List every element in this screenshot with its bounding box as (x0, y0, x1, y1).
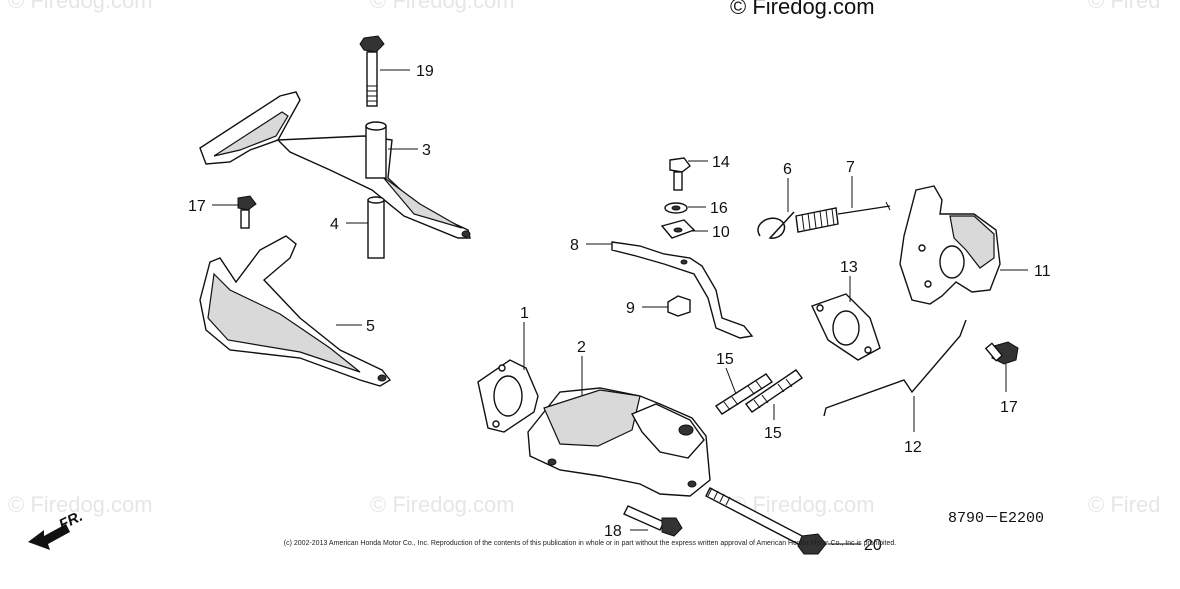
watermark: © Fired (1088, 492, 1161, 517)
callout-3: 3 (422, 142, 431, 159)
part-8-lever (611, 241, 754, 339)
footer-copyright: (c) 2002-2013 American Honda Motor Co., … (283, 540, 897, 547)
part-16-washer (664, 202, 688, 214)
callout-11: 11 (1034, 263, 1051, 280)
part-17-bolt-right (984, 341, 1019, 365)
callout-8: 8 (570, 237, 579, 254)
callout-17: 17 (188, 198, 206, 215)
part-19-bolt (359, 35, 385, 107)
watermark: © Firedog.com (8, 492, 153, 517)
callout-15: 15 (716, 351, 734, 368)
callout-5: 5 (366, 318, 375, 335)
callout-9: 9 (626, 300, 635, 317)
part-17-bolt-left (237, 195, 257, 229)
callout-15: 15 (764, 425, 782, 442)
callout-16: 16 (710, 200, 728, 217)
callout-10: 10 (712, 224, 730, 241)
part-3-air-guide (199, 91, 471, 239)
copyright-notice: © Firedog.com (730, 0, 875, 19)
watermark: © Firedog.com (370, 0, 515, 13)
callout-19: 19 (416, 63, 434, 80)
part-5-air-guide (199, 235, 392, 387)
callout-2: 2 (577, 339, 586, 356)
part-14-bolt (669, 157, 691, 191)
part-1-gasket (477, 359, 539, 433)
part-15-stud-b (745, 369, 803, 413)
callout-20: 20 (864, 537, 882, 554)
part-6-spring-clip (757, 211, 795, 239)
part-18-bolt (623, 505, 683, 537)
part-10-collar (660, 219, 696, 239)
callout-numbers: 19 3 17 4 5 14 16 10 8 9 6 7 11 13 12 17… (188, 63, 1051, 554)
part-12-rod (823, 319, 967, 417)
callout-7: 7 (846, 159, 855, 176)
callout-1: 1 (520, 305, 529, 322)
callout-6: 6 (783, 161, 792, 178)
part-15-stud-a (714, 373, 774, 415)
part-13-gasket (811, 293, 881, 361)
part-2-insulator (527, 387, 711, 497)
watermark: © Firedog.com (370, 492, 515, 517)
callout-18: 18 (604, 523, 622, 540)
leader-lines (212, 69, 1028, 545)
diagram-code: 8790－E2200 (948, 510, 1045, 527)
part-7-spring (795, 201, 891, 233)
arrow-icon (28, 524, 70, 550)
callout-12: 12 (904, 439, 922, 456)
part-9-nut (667, 295, 691, 317)
callout-14: 14 (712, 154, 730, 171)
callout-13: 13 (840, 259, 858, 276)
callout-4: 4 (330, 216, 339, 233)
part-11-bracket (899, 185, 1001, 305)
part-20-bolt (705, 487, 827, 555)
watermark: © Firedog.com (8, 0, 153, 13)
watermark: © Fired (1088, 0, 1161, 13)
callout-17: 17 (1000, 399, 1018, 416)
part-4-tube (367, 196, 385, 259)
